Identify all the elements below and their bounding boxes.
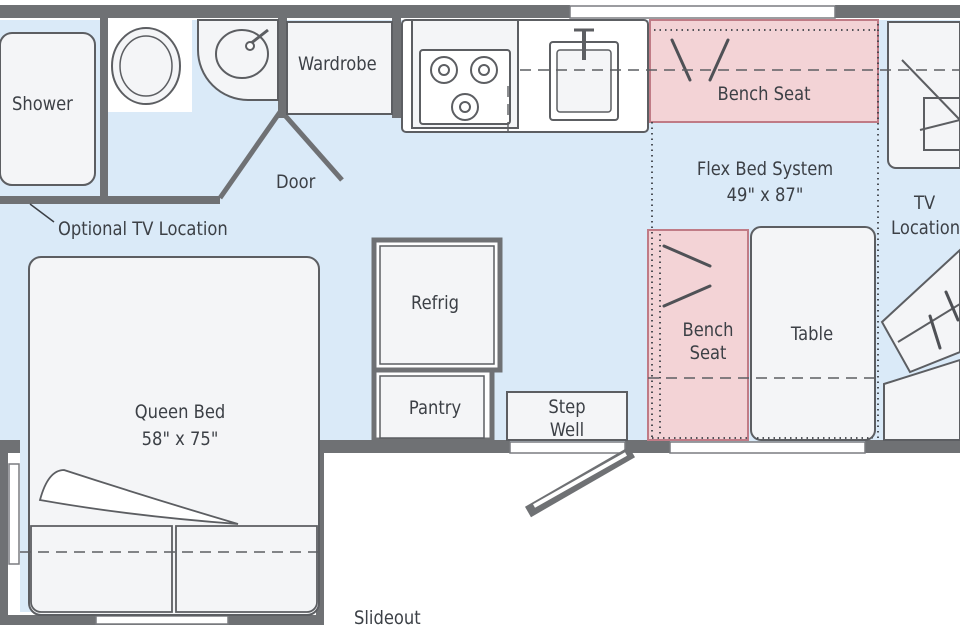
driver-seat-edge — [919, 119, 960, 131]
toilet-bowl — [111, 27, 181, 105]
seatbelts — [662, 38, 730, 308]
bottom-window — [669, 441, 866, 454]
top-wall-left — [0, 5, 570, 18]
flex-bed-title-label: Flex Bed System — [696, 158, 834, 180]
slideout-label: Slideout — [354, 607, 421, 629]
seatbelt-strap — [670, 38, 692, 82]
slideout-wall-left — [0, 440, 8, 620]
passenger-seat-base — [883, 358, 960, 441]
passenger-seat — [880, 248, 960, 374]
bench-seat-left-label-line2: Seat — [689, 342, 727, 364]
burner — [430, 56, 458, 84]
refrig-label: Refrig — [410, 292, 460, 314]
door-threshold — [509, 441, 626, 454]
cab-seats — [880, 21, 960, 441]
top-wall-right — [835, 5, 960, 18]
burner-center — [459, 101, 471, 113]
optional-tv-label: Optional TV Location — [58, 218, 228, 240]
seatbelt-strap — [662, 284, 712, 308]
driver-seat-back — [901, 59, 960, 121]
flex-bed-boundary — [651, 24, 879, 440]
bed-turned-corner — [38, 469, 239, 525]
driver-seat — [887, 21, 960, 169]
burner-center — [438, 64, 450, 76]
passenger-seat-back — [897, 303, 960, 343]
tv-location-label-line2: Location — [891, 217, 960, 239]
slideout-side-window-left — [8, 463, 20, 565]
bench-seat-top — [649, 19, 879, 123]
bottom-wall-door-jamb — [625, 440, 670, 453]
optional-tv-leader — [29, 203, 55, 223]
entry-door-highlight — [533, 452, 627, 508]
door-wall-diagonal — [217, 110, 283, 200]
galley — [401, 19, 649, 133]
wardrobe — [286, 21, 393, 115]
bottom-wall-mid — [320, 440, 510, 453]
top-window — [569, 5, 836, 19]
step-well — [506, 391, 628, 441]
toilet — [108, 20, 192, 112]
bath-sink-faucet — [249, 28, 269, 46]
table-label: Table — [790, 323, 834, 345]
seatbelt-strap — [928, 314, 942, 350]
dashed-lines — [20, 69, 960, 553]
queen-bed-title-label: Queen Bed — [134, 401, 226, 423]
door-leaf — [280, 110, 344, 182]
pantry — [379, 375, 485, 439]
seatbelt-strap — [708, 38, 730, 82]
cab-seatbelts — [928, 290, 960, 350]
seatbelt-strap — [662, 244, 712, 268]
burners — [430, 56, 498, 121]
toilet-seat — [119, 35, 173, 97]
bench-seat-top-label: Bench Seat — [717, 83, 811, 105]
shower-label: Shower — [12, 93, 73, 115]
tv-location-label-line1: TV — [914, 192, 936, 214]
dinette-table — [750, 226, 876, 441]
refrigerator — [379, 245, 495, 365]
bathroom-door — [217, 110, 344, 200]
burner-center — [478, 64, 490, 76]
shower-wall — [100, 18, 108, 198]
bench-seat-left — [647, 229, 749, 441]
bottom-wall-right — [865, 440, 960, 453]
burner — [451, 93, 479, 121]
flex-bed-dims-label: 49" x 87" — [726, 184, 804, 206]
step-well-label-line2: Well — [549, 419, 585, 441]
door-label: Door — [276, 171, 316, 193]
bath-sink-drain — [245, 41, 255, 51]
bath-sink-counter — [197, 19, 279, 101]
driver-seat-cushion — [923, 97, 960, 151]
bath-sink — [197, 19, 279, 101]
wardrobe-label: Wardrobe — [298, 53, 377, 75]
burner — [470, 56, 498, 84]
wardrobe-wall-right — [392, 18, 401, 118]
pantry-label: Pantry — [408, 397, 462, 419]
bath-sink-bowl — [215, 29, 269, 79]
queen-bed-dims-label: 58" x 75" — [141, 428, 219, 450]
bath-wall-right — [278, 18, 287, 118]
step-well-label-line1: Step — [548, 396, 586, 418]
burner-grate — [419, 49, 511, 125]
pillow-left — [30, 525, 173, 613]
shower-tub — [0, 32, 96, 186]
pillow-right — [175, 525, 318, 613]
slideout-window — [95, 615, 229, 625]
bench-seat-left-label-line1: Bench — [682, 319, 734, 341]
bath-wall-lower — [0, 196, 220, 204]
seatbelt-strap — [944, 290, 960, 322]
